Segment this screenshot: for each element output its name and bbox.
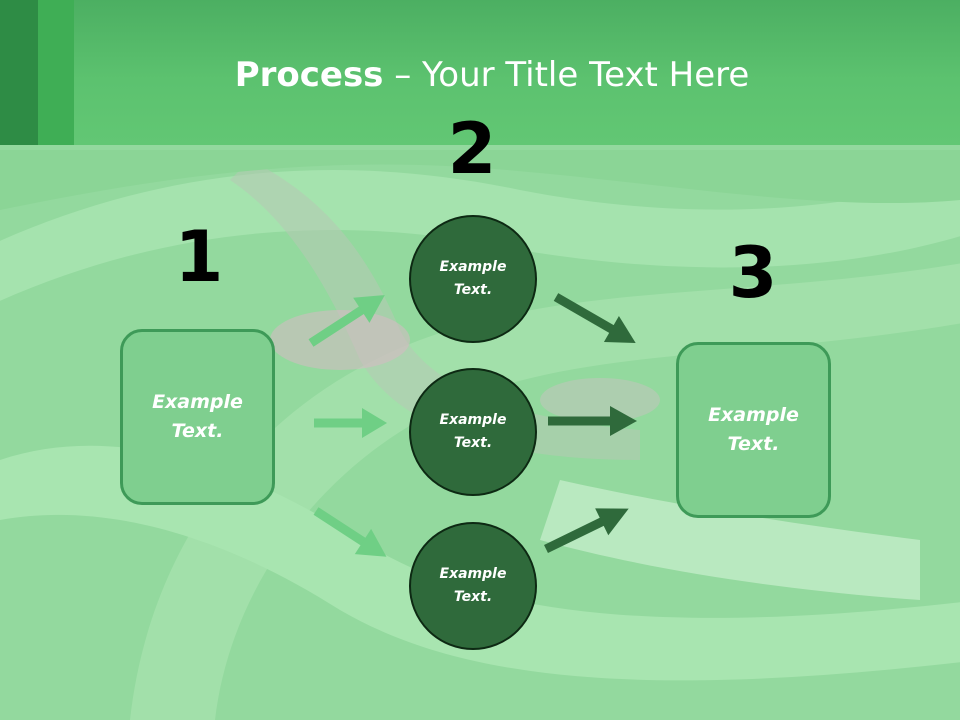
- right-box-text: Example Text.: [708, 404, 799, 455]
- process-circle-bottom: Example Text.: [409, 522, 537, 650]
- right-process-box: Example Text.: [676, 342, 831, 518]
- title-rest-part: – Your Title Text Here: [383, 55, 750, 95]
- step-number-1: 1: [174, 216, 224, 298]
- light-arrow-up: [308, 295, 385, 347]
- header-band: [0, 0, 960, 145]
- light-arrow-down: [313, 507, 387, 557]
- title-bold-part: Process: [234, 55, 384, 95]
- light-arrow-right: [314, 408, 387, 438]
- circle-text: Example Text.: [439, 566, 507, 605]
- header-accent-strip: [0, 0, 38, 145]
- step-number-2: 2: [447, 108, 497, 190]
- slide-title: Process – Your Title Text Here: [0, 52, 960, 98]
- left-process-box: Example Text.: [120, 329, 275, 505]
- dark-arrow-up: [544, 508, 629, 554]
- dark-arrow-right: [548, 406, 637, 436]
- left-box-text: Example Text.: [152, 391, 243, 442]
- header-accent-strip: [38, 0, 74, 145]
- circle-text: Example Text.: [439, 259, 507, 298]
- process-circle-top: Example Text.: [409, 215, 537, 343]
- process-circle-middle: Example Text.: [409, 368, 537, 496]
- dark-arrow-down: [553, 293, 636, 343]
- circle-text: Example Text.: [439, 412, 507, 451]
- step-number-3: 3: [728, 232, 778, 314]
